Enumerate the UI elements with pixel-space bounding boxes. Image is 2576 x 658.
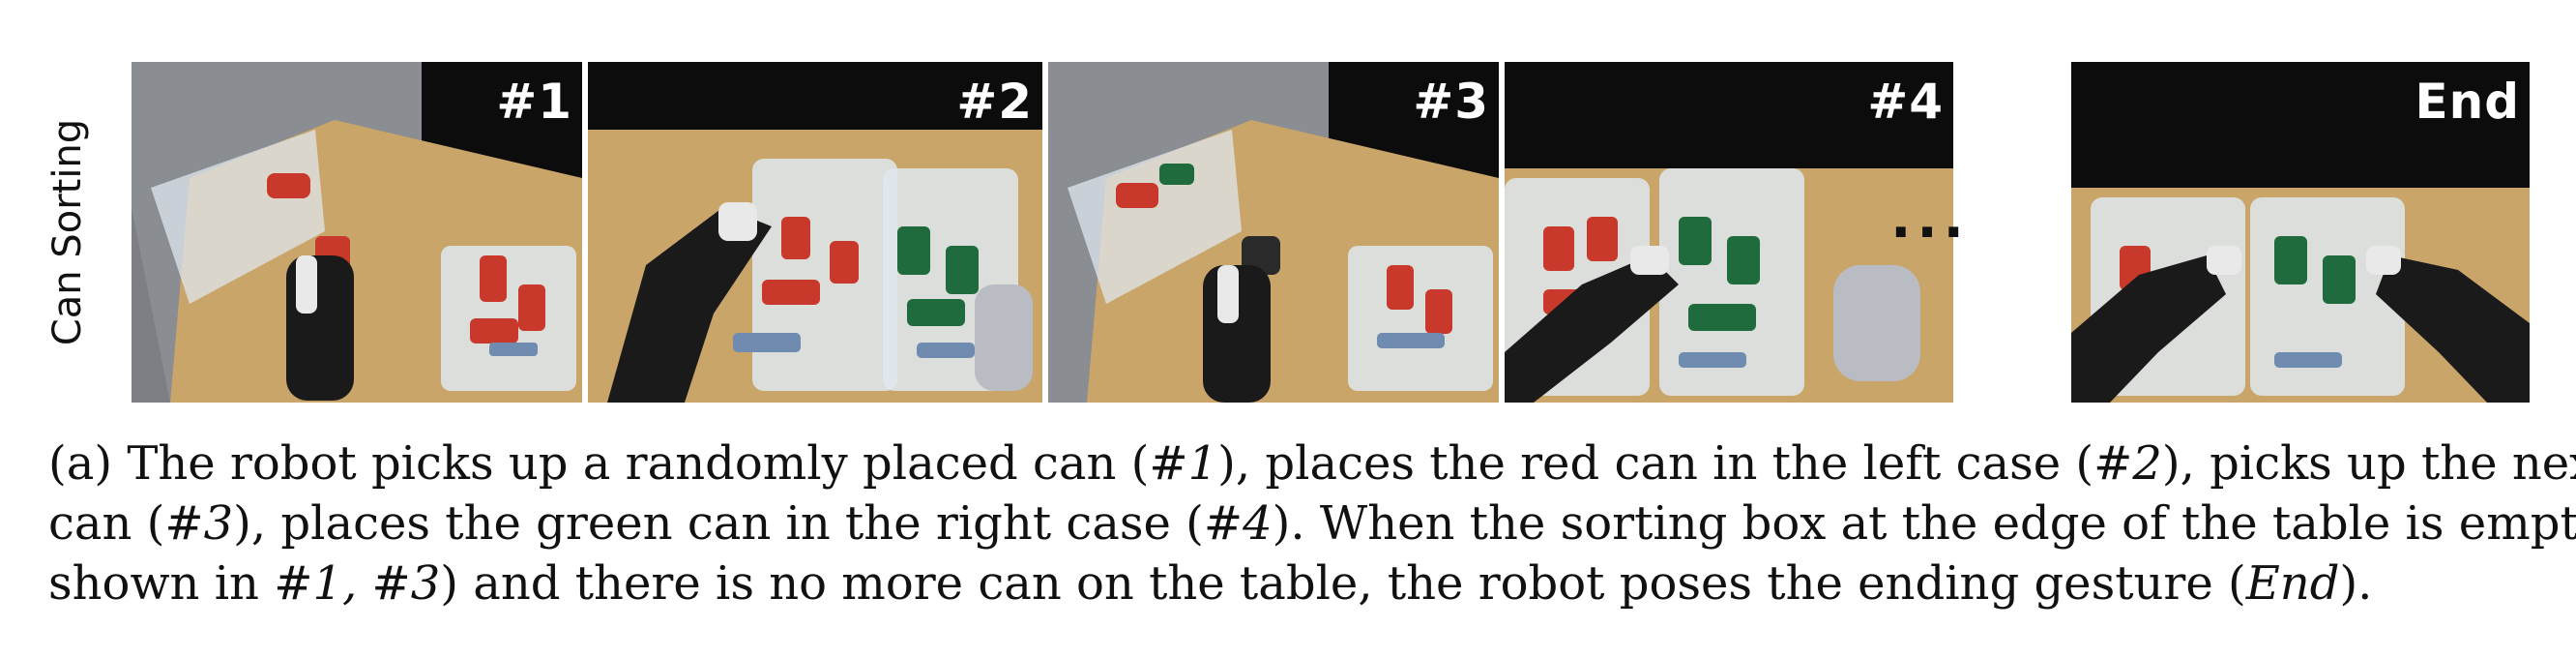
- frame-label-4: #4: [1867, 74, 1944, 130]
- video-frame-end: End: [2071, 62, 2530, 403]
- caption-text: can (: [48, 496, 165, 551]
- caption-line-1: (a) The robot picks up a randomly placed…: [48, 434, 2576, 494]
- row-label-text: Can Sorting: [45, 118, 91, 346]
- caption-text: ) and there is no more can on the table,…: [440, 556, 2246, 611]
- caption-italic: #3: [164, 496, 234, 551]
- caption-italic: #4: [1203, 496, 1273, 551]
- video-frame-3: #3: [1048, 62, 1499, 403]
- frame-label-1: #1: [496, 74, 572, 130]
- ellipsis-text: ···: [1890, 200, 1970, 264]
- frame-4-image: [1505, 62, 1953, 403]
- caption-text: shown in: [48, 556, 275, 611]
- caption-italic: #2: [2093, 436, 2162, 491]
- frame-label-2: #2: [956, 74, 1033, 130]
- frame-2-image: [588, 62, 1042, 403]
- caption-text: ), picks up the next: [2161, 436, 2576, 491]
- caption-text: ). When the sorting box at the edge of t…: [1272, 496, 2576, 551]
- frame-3-image: [1048, 62, 1499, 403]
- figure-caption: (a) The robot picks up a randomly placed…: [48, 434, 2576, 613]
- ellipsis: ···: [1828, 62, 2033, 403]
- row-label: Can Sorting: [29, 62, 106, 403]
- video-frames-strip: #1 #2: [132, 62, 2530, 403]
- caption-text: ).: [2339, 556, 2373, 611]
- frame-1-image: [132, 62, 582, 403]
- caption-italic: End: [2245, 556, 2340, 611]
- caption-line-3: shown in #1, #3) and there is no more ca…: [48, 553, 2533, 613]
- frame-label-3: #3: [1413, 74, 1489, 130]
- caption-italic: #1, #3: [274, 556, 441, 611]
- frame-end-image: [2071, 62, 2530, 403]
- caption-text: ), places the red can in the left case (: [1217, 436, 2094, 491]
- caption-text: ), places the green can in the right cas…: [233, 496, 1204, 551]
- frame-label-end: End: [2415, 74, 2520, 130]
- caption-line-2: can (#3), places the green can in the ri…: [48, 494, 2576, 553]
- video-frame-1: #1: [132, 62, 582, 403]
- video-frame-2: #2: [588, 62, 1042, 403]
- caption-text: (a) The robot picks up a randomly placed…: [48, 436, 1150, 491]
- video-frame-4: #4: [1505, 62, 1953, 403]
- caption-italic: #1: [1149, 436, 1218, 491]
